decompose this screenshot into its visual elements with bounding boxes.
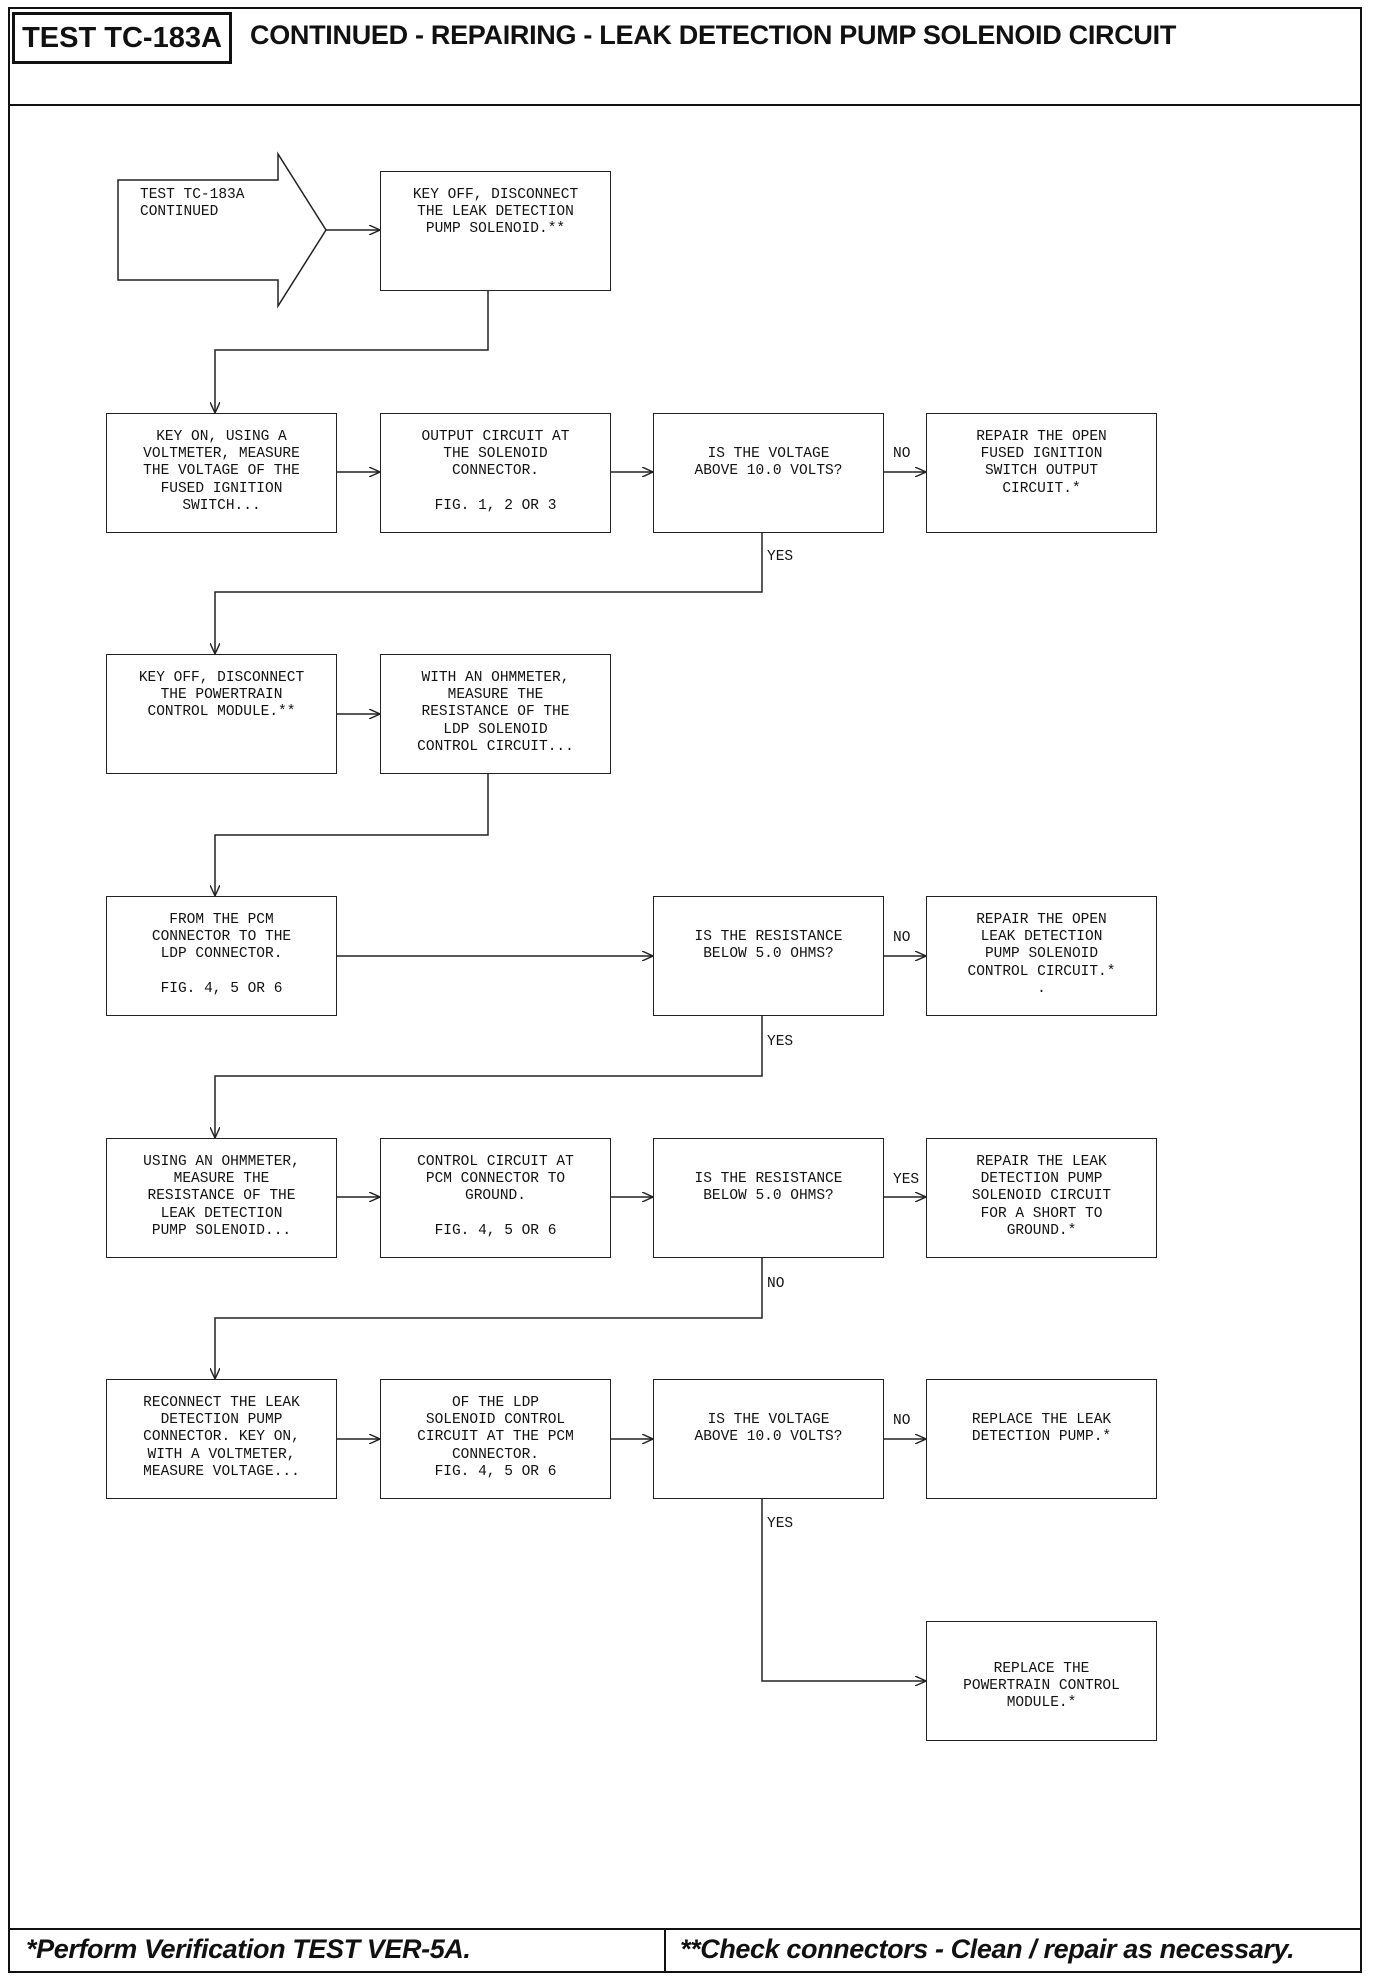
footer-column-divider [664,1928,666,1973]
branch-yes-label: YES [767,549,794,565]
test-id-box: TEST TC-183A [12,12,232,64]
step-reconnect-measure-voltage: RECONNECT THE LEAK DETECTION PUMP CONNEC… [106,1379,337,1499]
step-measure-ldp-control-resistance: WITH AN OHMMETER, MEASURE THE RESISTANCE… [380,654,611,774]
start-node-label: TEST TC-183A CONTINUED [140,187,245,221]
step-reconnect-measure-voltage-text: RECONNECT THE LEAK DETECTION PUMP CONNEC… [143,1395,300,1480]
step-control-circuit-to-ground: CONTROL CIRCUIT AT PCM CONNECTOR TO GROU… [380,1138,611,1258]
branch-yes-label: YES [893,1172,920,1188]
start-arrow-shape [117,151,327,309]
branch-no-label: NO [767,1276,785,1292]
result-repair-fused-ignition: REPAIR THE OPEN FUSED IGNITION SWITCH OU… [926,413,1157,533]
decision-voltage-above-10-text: IS THE VOLTAGE ABOVE 10.0 VOLTS? [694,446,843,480]
result-repair-short-to-ground-text: REPAIR THE LEAK DETECTION PUMP SOLENOID … [971,1154,1112,1239]
step-pcm-to-ldp-connector: FROM THE PCM CONNECTOR TO THE LDP CONNEC… [106,896,337,1016]
step-disconnect-ldp-solenoid: KEY OFF, DISCONNECT THE LEAK DETECTION P… [380,171,611,291]
step-disconnect-pcm-text: KEY OFF, DISCONNECT THE POWERTRAIN CONTR… [138,670,305,721]
branch-yes-label: YES [767,1516,794,1532]
footer-divider [8,1928,1362,1930]
result-replace-pcm-text: REPLACE THE POWERTRAIN CONTROL MODULE.* [963,1661,1120,1712]
header-divider [8,104,1362,106]
step-measure-solenoid-resistance-text: USING AN OHMMETER, MEASURE THE RESISTANC… [143,1154,300,1239]
branch-no-label: NO [893,930,911,946]
page-frame [8,7,1362,1973]
step-ldp-control-at-pcm: OF THE LDP SOLENOID CONTROL CIRCUIT AT T… [380,1379,611,1499]
branch-yes-label: YES [767,1034,794,1050]
decision-voltage-above-10: IS THE VOLTAGE ABOVE 10.0 VOLTS? [653,413,884,533]
decision-voltage-above-10-final-text: IS THE VOLTAGE ABOVE 10.0 VOLTS? [694,1412,843,1446]
decision-resistance-below-5-short-text: IS THE RESISTANCE BELOW 5.0 OHMS? [694,1171,843,1205]
decision-resistance-below-5-open-text: IS THE RESISTANCE BELOW 5.0 OHMS? [694,929,843,963]
branch-no-label: NO [893,446,911,462]
step-output-circuit-solenoid-text: OUTPUT CIRCUIT AT THE SOLENOID CONNECTOR… [421,429,570,514]
result-repair-short-to-ground: REPAIR THE LEAK DETECTION PUMP SOLENOID … [926,1138,1157,1258]
step-ldp-control-at-pcm-text: OF THE LDP SOLENOID CONTROL CIRCUIT AT T… [417,1395,574,1480]
result-repair-open-control-circuit: REPAIR THE OPEN LEAK DETECTION PUMP SOLE… [926,896,1157,1016]
footer-note-connectors: **Check connectors - Clean / repair as n… [680,1934,1295,1964]
result-repair-fused-ignition-text: REPAIR THE OPEN FUSED IGNITION SWITCH OU… [976,429,1107,497]
decision-resistance-below-5-open: IS THE RESISTANCE BELOW 5.0 OHMS? [653,896,884,1016]
decision-resistance-below-5-short: IS THE RESISTANCE BELOW 5.0 OHMS? [653,1138,884,1258]
step-disconnect-pcm: KEY OFF, DISCONNECT THE POWERTRAIN CONTR… [106,654,337,774]
step-measure-fused-ignition-text: KEY ON, USING A VOLTMETER, MEASURE THE V… [143,429,300,514]
step-measure-fused-ignition: KEY ON, USING A VOLTMETER, MEASURE THE V… [106,413,337,533]
footer-note-verification: *Perform Verification TEST VER-5A. [26,1934,471,1964]
step-measure-solenoid-resistance: USING AN OHMMETER, MEASURE THE RESISTANC… [106,1138,337,1258]
branch-no-label: NO [893,1413,911,1429]
result-replace-ldp-text: REPLACE THE LEAK DETECTION PUMP.* [971,1412,1112,1446]
decision-voltage-above-10-final: IS THE VOLTAGE ABOVE 10.0 VOLTS? [653,1379,884,1499]
result-replace-ldp: REPLACE THE LEAK DETECTION PUMP.* [926,1379,1157,1499]
page-title: CONTINUED - REPAIRING - LEAK DETECTION P… [250,20,1177,50]
result-replace-pcm: REPLACE THE POWERTRAIN CONTROL MODULE.* [926,1621,1157,1741]
step-disconnect-ldp-solenoid-text: KEY OFF, DISCONNECT THE LEAK DETECTION P… [412,187,579,238]
result-repair-open-control-circuit-text: REPAIR THE OPEN LEAK DETECTION PUMP SOLE… [967,912,1116,997]
step-pcm-to-ldp-connector-text: FROM THE PCM CONNECTOR TO THE LDP CONNEC… [151,912,292,997]
step-output-circuit-solenoid: OUTPUT CIRCUIT AT THE SOLENOID CONNECTOR… [380,413,611,533]
step-measure-ldp-control-resistance-text: WITH AN OHMMETER, MEASURE THE RESISTANCE… [417,670,574,755]
step-control-circuit-to-ground-text: CONTROL CIRCUIT AT PCM CONNECTOR TO GROU… [417,1154,574,1239]
